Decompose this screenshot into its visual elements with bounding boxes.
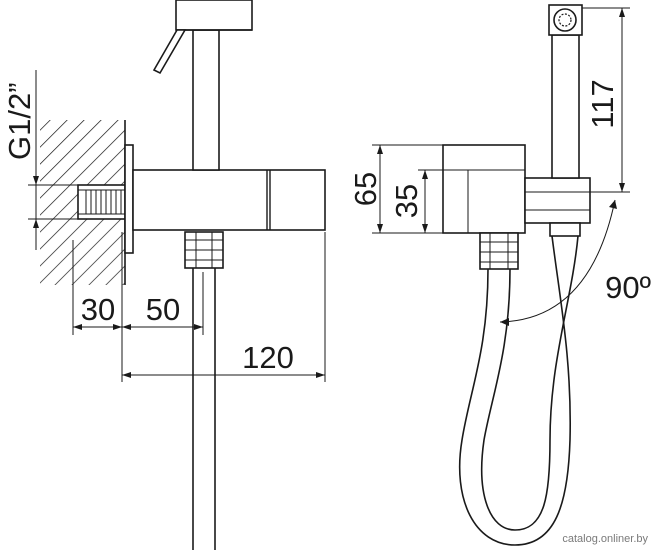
hose-nut: [184, 231, 224, 269]
shower-head: [548, 4, 583, 179]
rotation-angle-label: 90º: [605, 270, 651, 305]
side-view: G1/2” 30 50 120: [2, 0, 326, 550]
dimension-30-label: 30: [81, 292, 115, 327]
dimension-117-label: 117: [585, 79, 620, 128]
shower-holder: [524, 177, 591, 237]
dimension-50-label: 50: [146, 292, 180, 327]
rotation-angle-marker: [499, 199, 617, 326]
dimension-65-label: 65: [348, 172, 383, 206]
thread-size-label: G1/2”: [2, 82, 37, 160]
valve-body: [132, 169, 326, 231]
wall-flange: [124, 144, 134, 254]
front-view: 65 35 117 90º: [348, 4, 651, 546]
dimension-35-label: 35: [389, 184, 424, 218]
valve-body-front: [442, 144, 526, 234]
dimension-120-label: 120: [242, 340, 294, 375]
threaded-connector: [77, 184, 126, 220]
hose-nut-front: [479, 232, 519, 270]
thread-dimension: [28, 70, 78, 250]
watermark-text: catalog.onliner.by: [562, 533, 648, 545]
riser-and-lever: [152, 0, 253, 171]
hose-loop: [458, 235, 579, 546]
vertical-dimensions: [372, 7, 630, 234]
hose: [192, 268, 216, 550]
horizontal-dimensions: [72, 232, 326, 382]
